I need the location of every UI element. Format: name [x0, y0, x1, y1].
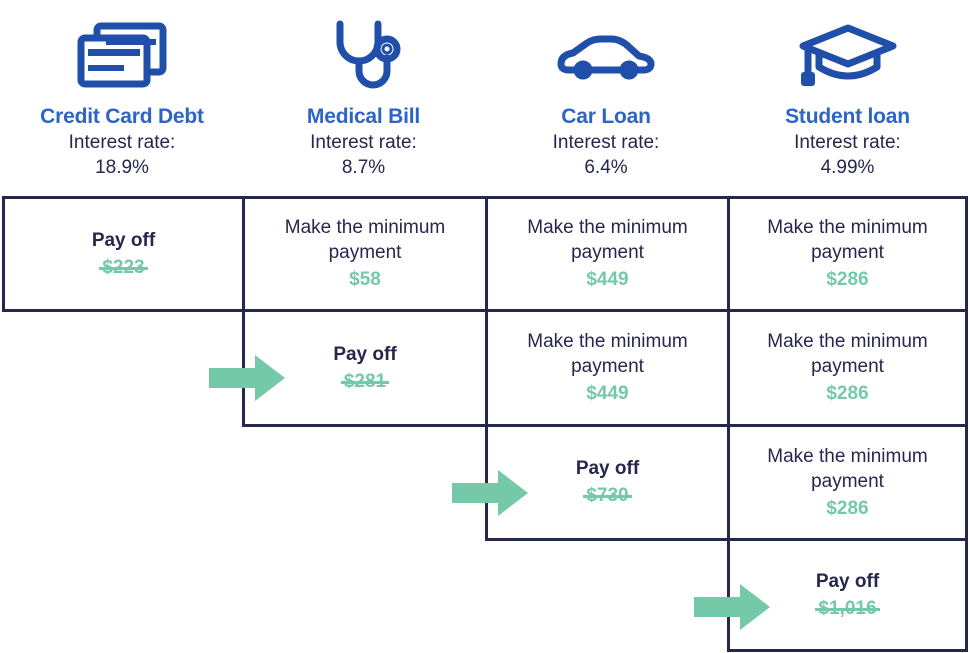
table-cell-r1c4: Make the minimum payment $286 — [730, 199, 965, 309]
cell-action: Pay off — [91, 229, 156, 251]
stethoscope-icon — [314, 8, 414, 104]
table-cell-r4c4: Pay off $1,016 — [730, 541, 965, 649]
cell-amount: $223 — [102, 255, 144, 281]
column-title: Car Loan — [561, 105, 651, 128]
cell-amount: $449 — [586, 383, 629, 404]
interest-rate-label: Interest rate: — [794, 132, 901, 153]
cell-action: Make the minimum payment — [527, 217, 688, 263]
interest-rate-label: Interest rate: — [552, 132, 660, 153]
column-header-credit-card: Credit Card Debt Interest rate: 18.9% — [2, 0, 242, 197]
column-title: Student loan — [785, 105, 910, 128]
interest-rate-value: 18.9% — [95, 157, 149, 178]
grid-line-left-edge — [2, 196, 5, 312]
table-cell-r2c2: Pay off $281 — [245, 312, 485, 424]
column-header-medical-bill: Medical Bill Interest rate: 8.7% — [242, 0, 485, 197]
table-cell-r1c2: Make the minimum payment $58 — [245, 199, 485, 309]
cell-amount: $286 — [826, 383, 869, 404]
column-header-student-loan: Student loan Interest rate: 4.99% — [727, 0, 968, 197]
grid-line-col3-col4 — [727, 196, 730, 652]
cell-action: Make the minimum payment — [767, 217, 928, 263]
interest-rate-value: 8.7% — [341, 157, 386, 178]
table-cell-r1c3: Make the minimum payment $449 — [488, 199, 727, 309]
grid-line-bottom — [727, 649, 968, 652]
interest-rate-label: Interest rate: — [310, 132, 417, 153]
arrow-to-medical-bill-payoff — [209, 355, 285, 401]
table-cell-r2c4: Make the minimum payment $286 — [730, 312, 965, 424]
grid-line-row3-bottom — [485, 538, 968, 541]
column-title: Medical Bill — [306, 105, 421, 128]
cell-action: Make the minimum payment — [767, 445, 928, 492]
column-header-car-loan: Car Loan Interest rate: 6.4% — [485, 0, 727, 197]
credit-card-icon — [72, 8, 172, 104]
cell-amount: $449 — [586, 269, 629, 290]
column-title: Credit Card Debt — [40, 105, 204, 128]
cell-action: Make the minimum payment — [527, 331, 688, 377]
table-cell-r3c3: Pay off $730 — [488, 427, 727, 538]
cell-action: Make the minimum payment — [767, 331, 928, 377]
grid-line-col1-col2 — [242, 196, 245, 427]
cell-amount: $286 — [826, 269, 869, 290]
cell-amount: $281 — [344, 369, 386, 395]
interest-rate-label: Interest rate: — [68, 132, 176, 153]
cell-action: Pay off — [815, 570, 880, 592]
cell-amount: $286 — [826, 497, 869, 519]
table-cell-r3c4: Make the minimum payment $286 — [730, 427, 965, 538]
table-cell-r2c3: Make the minimum payment $449 — [488, 312, 727, 424]
cell-action: Pay off — [333, 343, 397, 365]
cell-action: Make the minimum payment — [284, 217, 446, 263]
table-cell-r1c1: Pay off $223 — [5, 199, 242, 309]
interest-rate-value: 4.99% — [820, 157, 875, 178]
cell-amount: $1,016 — [818, 596, 876, 622]
cell-amount: $58 — [349, 269, 381, 290]
cell-amount: $730 — [586, 483, 628, 509]
grid-line-col2-col3 — [485, 196, 488, 541]
car-icon — [551, 8, 661, 104]
arrow-to-car-loan-payoff — [452, 470, 528, 516]
cell-action: Pay off — [575, 458, 640, 479]
grid-line-row2-bottom — [242, 424, 968, 427]
arrow-to-student-loan-payoff — [694, 584, 770, 630]
graduation-cap-icon — [793, 8, 903, 104]
grid-line-right-edge — [965, 196, 968, 652]
interest-rate-value: 6.4% — [584, 157, 628, 178]
